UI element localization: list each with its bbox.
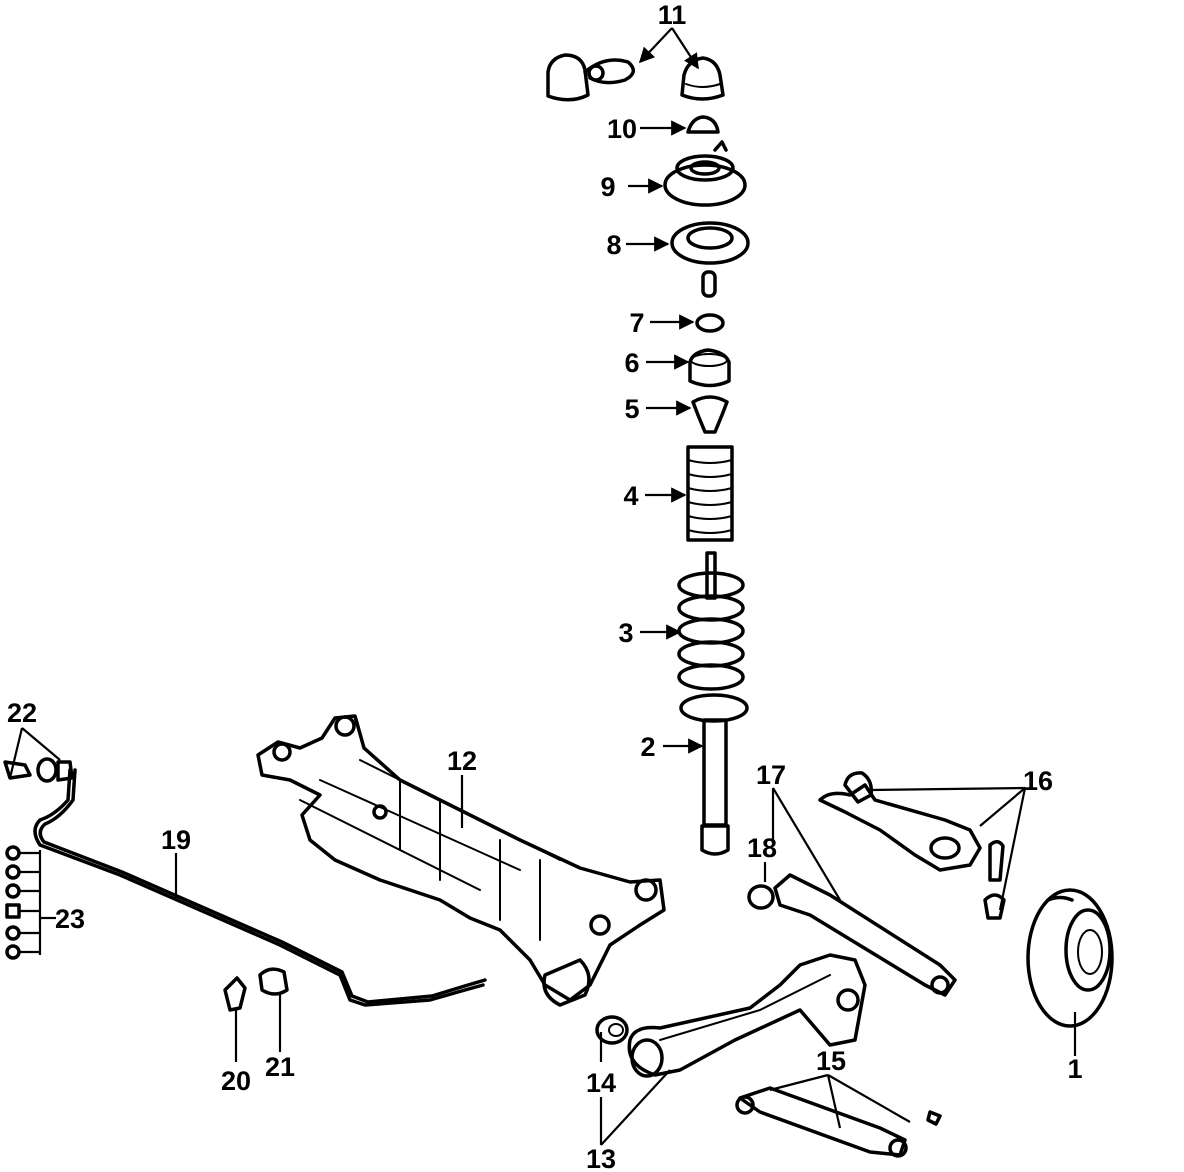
part-20-clamp [223, 976, 247, 1012]
callout-19: 19 [161, 825, 191, 855]
part-16-control-arm [818, 771, 1006, 920]
part-4-dust-boot [686, 445, 734, 542]
callout-23: 23 [55, 904, 85, 934]
callout-21: 21 [265, 1052, 295, 1082]
part-17-upper-link [773, 873, 957, 997]
callout-7: 7 [629, 308, 644, 338]
part-1-hub [1026, 888, 1114, 1028]
callout-15: 15 [816, 1046, 846, 1076]
callout-17: 17 [756, 760, 786, 790]
part-14-bushing [595, 1015, 629, 1045]
part-5-bumper-cone [691, 395, 729, 434]
callout-14: 14 [586, 1068, 616, 1098]
callout-10: 10 [607, 114, 637, 144]
part-18-link-bushing [747, 884, 775, 910]
leader-lines [8, 27, 1077, 1146]
callout-12: 12 [447, 746, 477, 776]
part-11-mount-bushings [546, 53, 725, 102]
part-6-jounce-bumper [688, 348, 731, 388]
callout-4: 4 [623, 481, 638, 511]
part-19-stabilizer-bar [33, 768, 487, 1007]
part-22-end-link [3, 757, 74, 783]
callout-18: 18 [747, 833, 777, 863]
part-7-washer [695, 313, 725, 333]
callout-1: 1 [1067, 1054, 1082, 1084]
callout-2: 2 [640, 732, 655, 762]
part-8-spring-seat [670, 221, 750, 265]
callout-11: 11 [658, 0, 687, 30]
callout-13: 13 [586, 1144, 616, 1172]
part-3-coil-spring [677, 551, 745, 691]
part-12-crossmember [256, 714, 666, 1007]
part-2-shock-absorber [679, 693, 749, 856]
callout-16: 16 [1023, 766, 1053, 796]
part-9-upper-mount [663, 140, 747, 207]
callout-8: 8 [606, 230, 621, 260]
part-15-lower-link [735, 1086, 942, 1158]
part-23-hardware-set [5, 845, 21, 960]
part-10-bump-stop-cap [686, 115, 720, 134]
callout-5: 5 [624, 394, 639, 424]
strut-spacer [701, 270, 717, 298]
part-21-bar-bushing [258, 967, 289, 996]
callout-3: 3 [618, 618, 633, 648]
callout-20: 20 [221, 1066, 251, 1096]
callout-22: 22 [7, 698, 37, 728]
callout-9: 9 [600, 172, 615, 202]
part-13-trailing-arm [627, 953, 867, 1078]
callout-6: 6 [624, 348, 639, 378]
